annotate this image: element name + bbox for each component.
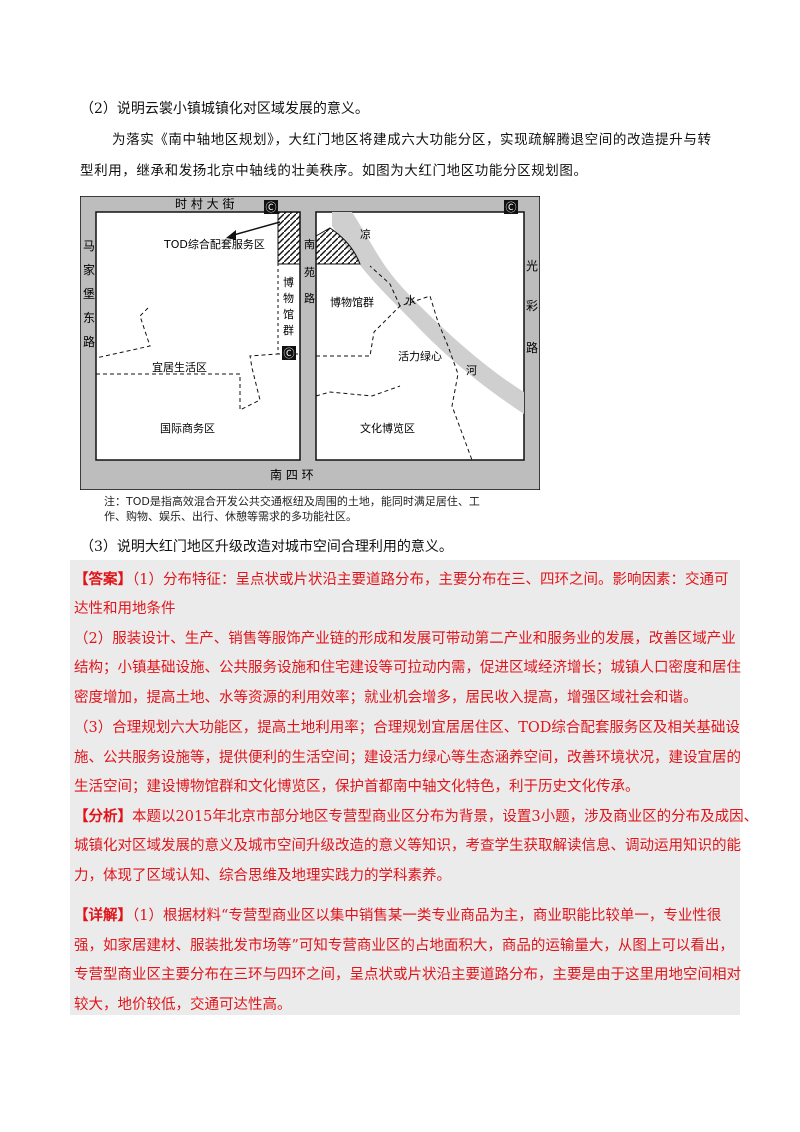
- boundary-east: [316, 295, 473, 461]
- road-right-label: 光 彩 路: [526, 259, 538, 355]
- analysis-line-3: 力，体现了区域认知、综合思维及地理实践力的学科素养。: [74, 868, 451, 884]
- svg-text:群: 群: [283, 323, 294, 337]
- station-icon-1: Ⓒ: [264, 200, 278, 214]
- svg-text:路: 路: [304, 292, 315, 305]
- station-icon-2: Ⓒ: [504, 200, 518, 214]
- analysis-line-2: 城镇化对区域发展的意义及城市空间升级改造的意义等知识，考查学生获取解读信息、调动…: [74, 838, 741, 854]
- analysis-line-1: 【分析】本题以2015年北京市部分地区专营型商业区分布为背景，设置3小题，涉及商…: [74, 808, 759, 825]
- svg-text:水: 水: [405, 294, 416, 307]
- svg-text:博: 博: [283, 276, 294, 289]
- museum-group-label: 博物馆群: [330, 295, 374, 309]
- svg-text:物: 物: [283, 291, 294, 305]
- boundary-west: [95, 307, 151, 359]
- answer-line-3: （2）服装设计、生产、销售等服饰产业链的形成和发展可带动第二产业和服务业的发展，…: [74, 631, 736, 647]
- road-bottom-label: 南 四 环: [270, 467, 314, 482]
- road-left-label: 马 家 堡 东 路: [83, 239, 95, 349]
- detail-line-4: 较大，地价较低，交通可达性高。: [74, 997, 292, 1013]
- tod-arrow-line: [229, 221, 281, 237]
- answer-box: [70, 560, 740, 1015]
- tod-arrow-head: [226, 230, 236, 240]
- detail-line-3: 专营型商业区主要分布在三环与四环之间，呈点状或片状沿主要道路分布，主要是由于这里…: [74, 967, 741, 983]
- road-nanyuan-label: 南 苑 路: [304, 238, 315, 305]
- answer-line-2: 达性和用地条件: [74, 601, 176, 617]
- detail-line-2: 强，如家居建材、服装批发市场等”可知专营商业区的占地面积大，商品的运输量大，从图…: [74, 938, 734, 954]
- svg-text:彩: 彩: [526, 299, 538, 313]
- svg-text:Ⓒ: Ⓒ: [266, 201, 277, 214]
- answer-line-8: 生活空间；建设博物馆群和文化博览区，保护首都南中轴文化特色，利于历史文化传承。: [74, 779, 640, 795]
- svg-text:Ⓒ: Ⓒ: [284, 347, 295, 360]
- svg-text:凉: 凉: [360, 227, 371, 241]
- question-3: （3）说明大红门地区升级改造对城市空间合理利用的意义。: [80, 539, 453, 555]
- road-top-label: 时 村 大 街: [175, 197, 234, 211]
- green-label: 活力绿心: [398, 349, 442, 363]
- business-label: 国际商务区: [160, 421, 215, 435]
- answer-line-4: 结构；小镇基础设施、公共服务设施和住宅建设等可拉动内需，促进区域经济增长；城镇人…: [74, 660, 741, 676]
- answer-line-1: 【答案】（1）分布特征：呈点状或片状沿主要道路分布，主要分布在三、四环之间。影响…: [74, 571, 729, 588]
- detail-line-1: 【详解】（1）根据材料“专营型商业区以集中销售某一类专业商品为主，商业职能比较单…: [74, 907, 722, 924]
- tod-hatch: [277, 211, 301, 265]
- museum-strip-label: 博 物 馆 群: [283, 276, 294, 337]
- svg-text:路: 路: [526, 340, 538, 355]
- svg-text:苑: 苑: [304, 266, 315, 279]
- svg-text:家: 家: [83, 262, 95, 277]
- svg-text:马: 马: [83, 239, 95, 253]
- intro-line-2: 型利用，继承和发扬北京中轴线的壮美秩序。如图为大红门地区功能分区规划图。: [80, 163, 588, 179]
- svg-text:光: 光: [526, 259, 538, 273]
- svg-text:路: 路: [83, 334, 95, 349]
- river: [332, 212, 524, 414]
- residential-label: 宜居生活区: [152, 360, 207, 374]
- question-2: （2）说明云裳小镇城镇化对区域发展的意义。: [80, 101, 369, 117]
- east-block: [315, 211, 525, 461]
- expo-label: 文化博览区: [360, 421, 415, 435]
- tod-label: TOD综合配套服务区: [163, 237, 265, 251]
- boundary-residential: [96, 353, 279, 411]
- svg-text:Ⓒ: Ⓒ: [506, 201, 517, 214]
- svg-text:河: 河: [466, 364, 477, 377]
- map-note-line-1: 注：TOD是指高效混合开发公共交通枢纽及周围的土地，能同时满足居住、工: [104, 495, 480, 508]
- west-block: [95, 211, 301, 461]
- svg-text:东: 东: [83, 311, 95, 325]
- intro-line-1: 为落实《南中轴地区规划》，大红门地区将建成六大功能分区，实现疏解腾退空间的改造提…: [112, 132, 712, 148]
- boundary-museum: [369, 265, 401, 307]
- museum-hatch: [315, 227, 361, 265]
- svg-text:堡: 堡: [83, 286, 95, 301]
- svg-text:南: 南: [304, 238, 315, 251]
- answer-line-6: （3）合理规划六大功能区，提高土地利用率；合理规划宜居居住区、TOD综合配套服务…: [74, 720, 740, 736]
- answer-tag: 【答案】: [74, 571, 132, 588]
- map-note-line-2: 作、购物、娱乐、出行、休憩等需求的多功能社区。: [104, 510, 357, 523]
- station-icon-3: Ⓒ: [282, 346, 296, 360]
- boundary-expo: [315, 385, 401, 397]
- detail-tag: 【详解】: [74, 907, 132, 924]
- answer-line-5: 密度增加，提高土地、水等资源的利用效率；就业机会增多，居民收入提高，增强区域社会…: [74, 690, 698, 706]
- river-label: 凉 水 河: [360, 227, 477, 377]
- answer-line-7: 施、公共服务设施等，提供便利的生活空间；建设活力绿心等生态涵养空间，改善环境状况…: [74, 750, 741, 766]
- district-map: Ⓒ Ⓒ Ⓒ 时 村 大 街 南 四 环 马 家 堡 东 路 光 彩 路 南 苑 …: [80, 196, 540, 490]
- svg-text:馆: 馆: [283, 307, 294, 321]
- analysis-tag: 【分析】: [74, 808, 132, 825]
